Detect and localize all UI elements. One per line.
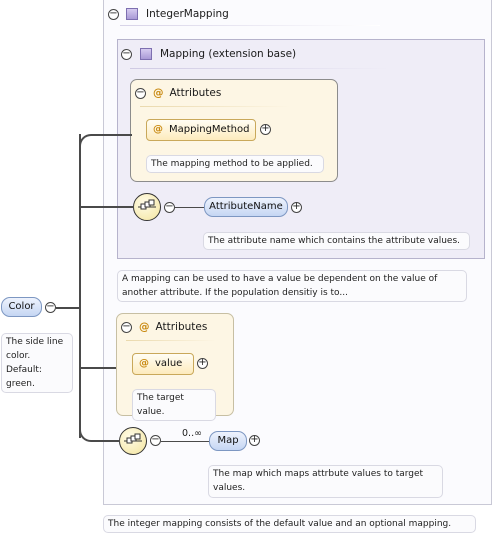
mapping-annotation: A mapping can be used to have a value be… xyxy=(117,270,467,302)
element-map-annotation: The map which maps attrbute values to ta… xyxy=(208,465,443,498)
complex-type-icon xyxy=(126,8,138,20)
integer-mapping-label: IntegerMapping xyxy=(146,8,229,20)
attribute-icon: @ xyxy=(139,358,149,369)
element-map-label: Map xyxy=(217,435,239,446)
map-cardinality: 0..∞ xyxy=(182,428,202,439)
annotation-text: The attribute name which contains the at… xyxy=(208,236,461,246)
attribute-icon: @ xyxy=(139,321,150,333)
attribute-value[interactable]: @ value xyxy=(132,353,194,375)
complex-type-icon xyxy=(140,48,152,60)
element-map-expand-toggle[interactable]: + xyxy=(249,434,260,446)
annotation-text: The integer mapping consists of the defa… xyxy=(108,519,452,529)
divider xyxy=(120,25,380,26)
connector-curve xyxy=(79,428,93,442)
sequence-compositor-icon[interactable] xyxy=(119,427,147,455)
element-map[interactable]: Map xyxy=(209,431,247,451)
attribute-mapping-method-annotation: The mapping method to be applied. xyxy=(146,155,324,173)
element-attribute-name-annotation: The attribute name which contains the at… xyxy=(203,232,470,250)
attribute-value-label: value xyxy=(155,358,183,369)
connector xyxy=(80,367,116,369)
sequence-compositor-icon[interactable] xyxy=(133,193,161,221)
connector xyxy=(56,307,80,309)
attribute-mapping-method-label: MappingMethod xyxy=(169,124,250,135)
connector xyxy=(79,134,81,438)
attributes-collapse-toggle[interactable]: − xyxy=(121,321,132,333)
attribute-mapping-method-expand-toggle[interactable]: + xyxy=(260,123,271,135)
connector-curve xyxy=(79,134,93,146)
attribute-icon: @ xyxy=(153,87,164,99)
mapping-label: Mapping (extension base) xyxy=(160,48,297,60)
annotation-line: color. xyxy=(6,351,31,361)
annotation-line: Default: xyxy=(6,365,42,375)
element-attribute-name-label: AttributeName xyxy=(209,201,283,212)
integer-mapping-collapse-toggle[interactable]: − xyxy=(108,8,119,20)
integer-mapping-annotation: The integer mapping consists of the defa… xyxy=(103,515,476,533)
annotation-line: The side line xyxy=(6,337,64,347)
attributes-header: @ Attributes xyxy=(153,87,221,99)
annotation-text: The target value. xyxy=(137,393,184,417)
element-attribute-name[interactable]: AttributeName xyxy=(204,197,288,217)
mapping-collapse-toggle[interactable]: − xyxy=(121,48,132,60)
annotation-line: values. xyxy=(213,483,246,493)
attributes-title: Attributes xyxy=(155,321,208,333)
divider xyxy=(140,106,290,107)
connector xyxy=(161,441,209,442)
element-color-label: Color xyxy=(8,301,35,312)
mapping-header: Mapping (extension base) xyxy=(140,48,296,60)
element-attribute-name-expand-toggle[interactable]: + xyxy=(291,201,302,213)
sequence-collapse-toggle[interactable]: − xyxy=(164,201,175,213)
attribute-value-annotation: The target value. xyxy=(132,389,216,421)
annotation-line: A mapping can be used to have a value be… xyxy=(122,274,438,284)
attributes-header: @ Attributes xyxy=(139,321,207,333)
connector xyxy=(175,207,205,208)
element-color[interactable]: Color xyxy=(1,297,42,317)
attribute-icon: @ xyxy=(153,124,163,135)
element-color-annotation: The side line color. Default: green. xyxy=(1,333,73,393)
connector xyxy=(92,440,120,442)
attribute-value-expand-toggle[interactable]: + xyxy=(197,357,208,369)
connector xyxy=(92,134,132,136)
annotation-text: The mapping method to be applied. xyxy=(151,159,313,169)
sequence-collapse-toggle[interactable]: − xyxy=(150,434,161,446)
attributes-collapse-toggle[interactable]: − xyxy=(135,87,146,99)
divider xyxy=(126,340,216,341)
integer-mapping-header: IntegerMapping xyxy=(126,8,229,20)
annotation-line: green. xyxy=(6,379,35,389)
annotation-line: another attribute. If the population den… xyxy=(122,288,348,298)
attributes-title: Attributes xyxy=(169,87,222,99)
element-color-collapse-toggle[interactable]: − xyxy=(45,301,56,313)
connector xyxy=(80,206,134,208)
attribute-mapping-method[interactable]: @ MappingMethod xyxy=(146,119,256,141)
divider xyxy=(130,68,390,69)
annotation-line: The map which maps attrbute values to ta… xyxy=(213,469,424,479)
